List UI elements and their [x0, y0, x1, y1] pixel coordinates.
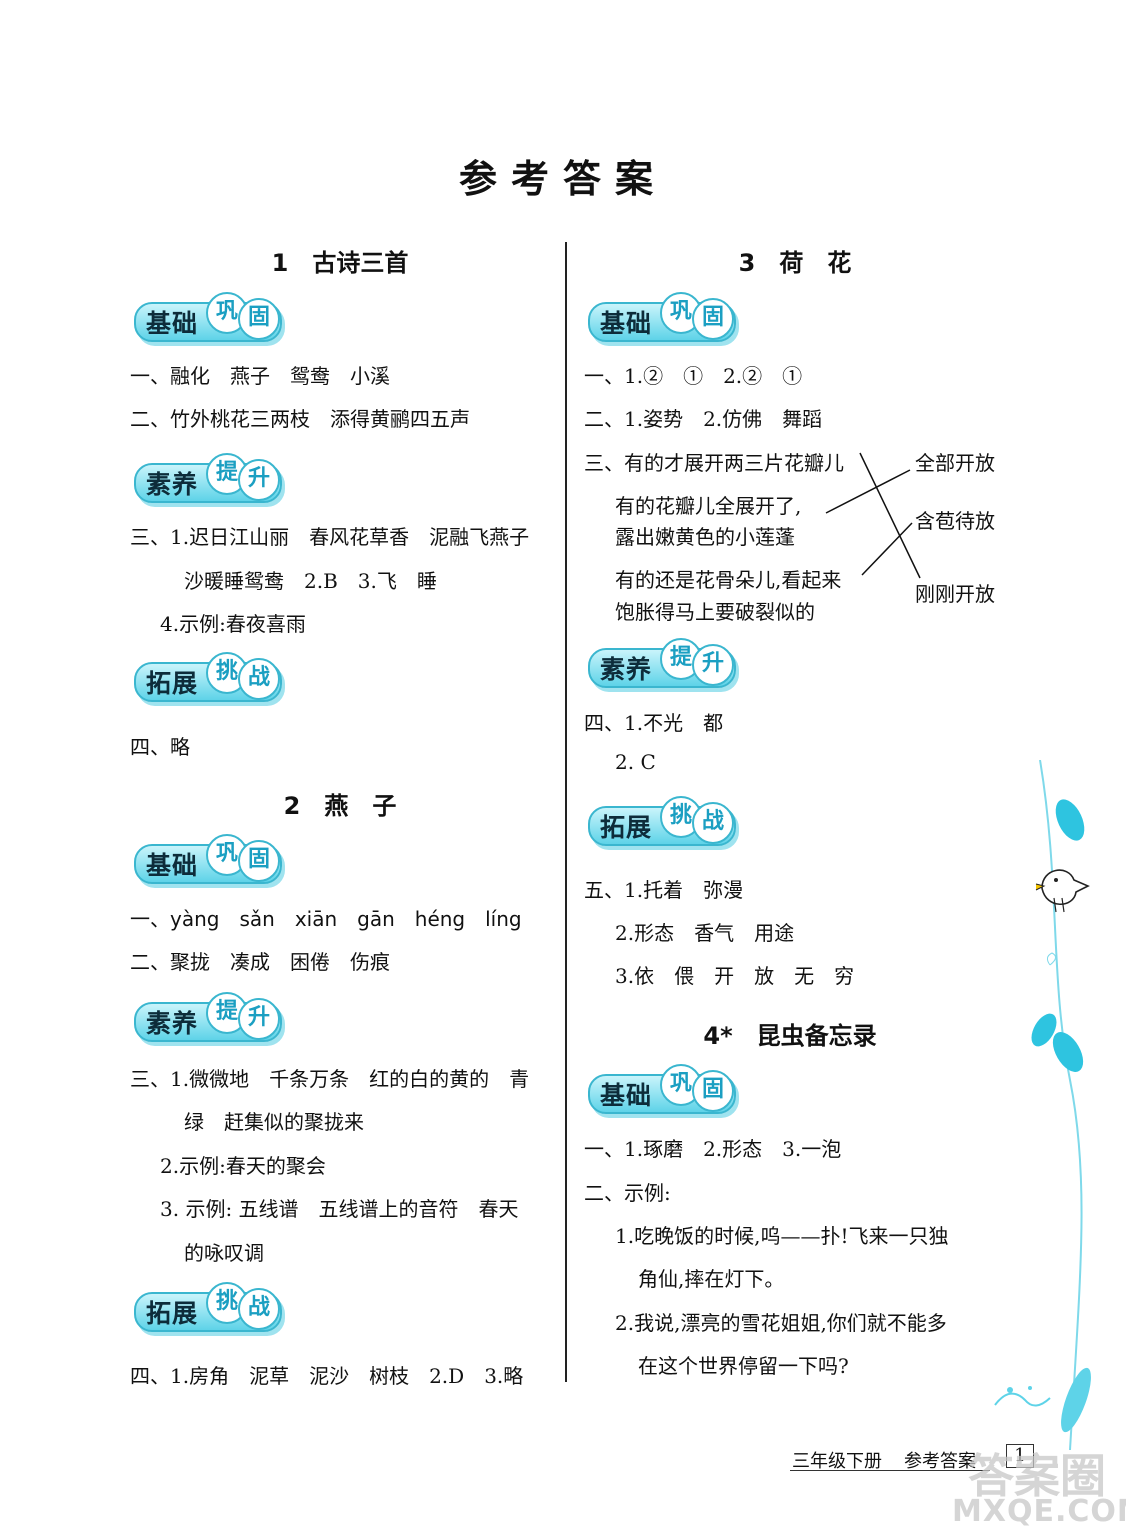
match-right-2: 含苞待放 — [915, 509, 995, 533]
section-heading-1: 1 古诗三首 — [271, 249, 409, 277]
section-heading-3: 3 荷 花 — [738, 249, 852, 277]
answer-line: 2.我说,漂亮的雪花姐姐,你们就不能多 — [615, 1311, 947, 1335]
match-right-3: 刚刚开放 — [915, 582, 995, 606]
badge-tuozhan: 拓展 挑战 — [134, 652, 282, 706]
leaf-icon — [1052, 1032, 1084, 1072]
answer-line: 二、示例: — [584, 1181, 671, 1205]
section-heading-4: 4* 昆虫备忘录 — [703, 1022, 877, 1050]
badge-jichu: 基础 巩固 — [588, 292, 736, 346]
section-heading-2: 2 燕 子 — [283, 792, 397, 820]
match-left-2a: 有的花瓣儿全展开了, — [615, 494, 802, 518]
leaf-icon — [1061, 1367, 1091, 1433]
answer-line: 一、1.琢磨 2.形态 3.一泡 — [584, 1137, 842, 1161]
answer-line: 二、聚拢 凑成 困倦 伤痕 — [130, 950, 390, 974]
column-divider — [565, 242, 567, 1382]
answer-line: 三、1.微微地 千条万条 红的白的黄的 青 — [130, 1067, 530, 1091]
match-left-3b: 饱胀得马上要破裂似的 — [615, 600, 815, 624]
answer-line: 4.示例:春夜喜雨 — [160, 612, 306, 636]
badge-suyang: 素养 提升 — [134, 453, 282, 507]
answer-line: 五、1.托着 弥漫 — [584, 878, 744, 902]
answer-line: 一、1.② ① 2.② ① — [584, 364, 803, 388]
match-right-1: 全部开放 — [915, 451, 995, 475]
watermark-url: MXQE.COM — [952, 1494, 1126, 1529]
match-left-2b: 露出嫩黄色的小莲蓬 — [615, 525, 795, 549]
leaf-icon — [1055, 799, 1085, 841]
page-title: 参考答案 — [458, 157, 667, 201]
badge-tuozhan: 拓展 挑战 — [134, 1282, 282, 1336]
answer-line: 角仙,摔在灯下。 — [638, 1267, 785, 1291]
answer-line: 1.吃晚饭的时候,呜——扑!飞来一只独 — [615, 1224, 949, 1248]
answer-line: 在这个世界停留一下吗? — [638, 1354, 849, 1378]
answer-line: 的咏叹调 — [184, 1241, 264, 1265]
answer-line: 一、融化 燕子 鸳鸯 小溪 — [130, 364, 390, 388]
answer-line: 一、yàng sǎn xiān gān héng líng — [130, 907, 522, 931]
leaf-icon — [1031, 1013, 1057, 1047]
badge-jichu: 基础 巩固 — [588, 1064, 736, 1118]
match-left-3a: 有的还是花骨朵儿,看起来 — [615, 568, 842, 592]
answer-line: 3. 示例: 五线谱 五线谱上的音符 春天 — [160, 1197, 519, 1221]
answer-line: 沙暖睡鸳鸯 2.B 3.飞 睡 — [184, 569, 437, 593]
watermark-logo: 答案圈 — [968, 1449, 1106, 1503]
footer-rule — [790, 1470, 990, 1471]
badge-suyang: 素养 提升 — [134, 992, 282, 1046]
answer-line: 四、1.不光 都 — [584, 711, 724, 735]
footer-label: 参考答案 — [904, 1451, 976, 1472]
answer-line: 2.示例:春天的聚会 — [160, 1154, 326, 1178]
match-connector — [859, 452, 921, 579]
badge-suyang: 素养 提升 — [588, 638, 736, 692]
badge-jichu: 基础 巩固 — [134, 292, 282, 346]
answer-line: 2.形态 香气 用途 — [615, 921, 795, 945]
answer-line: 2. C — [615, 750, 656, 774]
page-number: 1 — [1006, 1444, 1034, 1468]
answer-line: 四、1.房角 泥草 泥沙 树枝 2.D 3.略 — [130, 1364, 524, 1388]
answer-line: 二、竹外桃花三两枝 添得黄鹂四五声 — [130, 407, 470, 431]
answer-line: 3.依 偎 开 放 无 穷 — [615, 964, 855, 988]
answer-line: 三、1.迟日江山丽 春风花草香 泥融飞燕子 — [130, 525, 530, 549]
answer-line: 绿 赶集似的聚拢来 — [184, 1110, 364, 1134]
bird-icon — [1035, 869, 1090, 913]
answer-line: 四、略 — [130, 735, 190, 759]
answer-line: 二、1.姿势 2.仿佛 舞蹈 — [584, 407, 823, 431]
match-connector — [825, 469, 911, 514]
curl-icon — [1046, 952, 1056, 966]
sparkle-decoration — [994, 1386, 1051, 1407]
match-left-1: 三、有的才展开两三片花瓣儿 — [584, 451, 844, 475]
badge-tuozhan: 拓展 挑战 — [588, 796, 736, 850]
match-connector — [861, 522, 913, 576]
badge-jichu: 基础 巩固 — [134, 834, 282, 888]
footer-grade: 三年级下册 — [792, 1451, 882, 1472]
